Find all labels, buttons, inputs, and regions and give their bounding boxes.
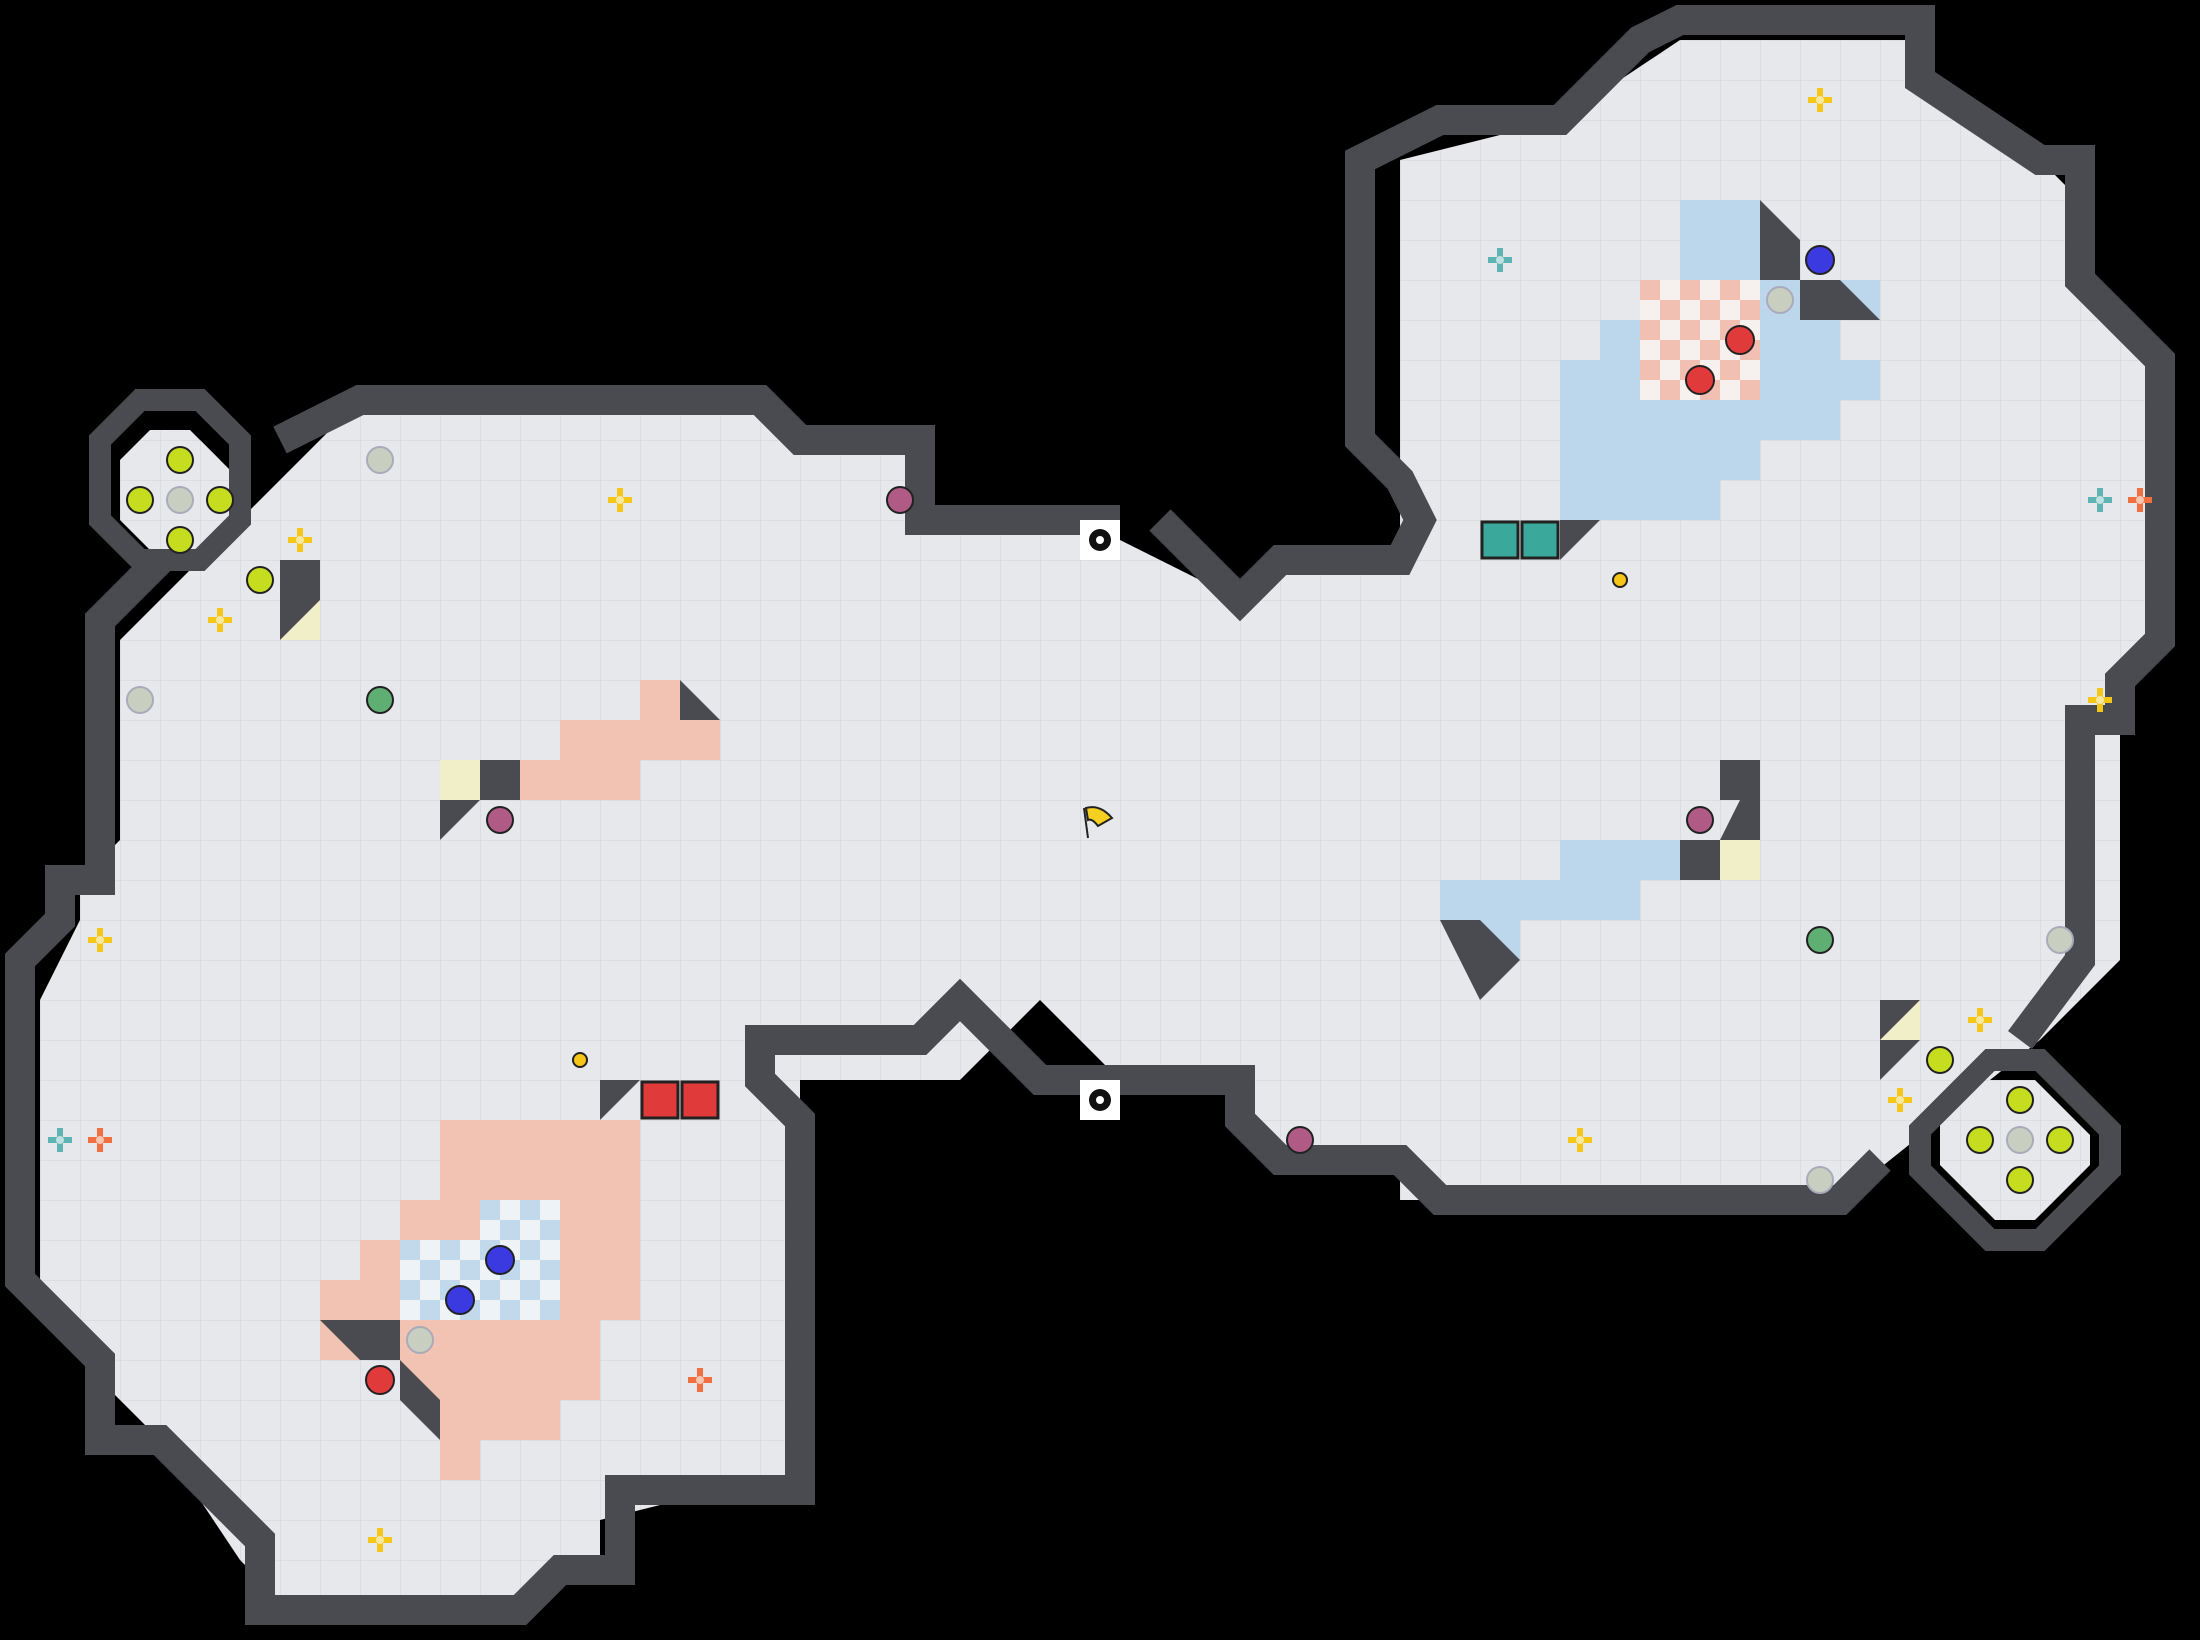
blue-ball-icon [445,1285,475,1315]
team-boost-blue-icon [2088,488,2112,512]
button-icon [1612,572,1628,588]
spike-gear-icon [1080,1080,1120,1120]
power-up-icon [206,486,234,514]
boost-icon [368,1528,392,1552]
power-up-icon [2006,1166,2034,1194]
blue-ball-icon [1805,245,1835,275]
team-boost-red-icon [688,1368,712,1392]
red-gate-icon [640,1080,680,1120]
power-up-icon [166,446,194,474]
red-ball-icon [1685,365,1715,395]
neutral-ball-icon [1806,1166,1834,1194]
red-zone-center-left [520,680,720,800]
blue-gate-icon [1520,520,1560,560]
power-up-icon [2046,1126,2074,1154]
neutral-ball-icon [2006,1126,2034,1154]
boost-icon [1888,1088,1912,1112]
spike-gear-icon [1080,520,1120,560]
neutral-ball-icon [166,486,194,514]
internal-walls [280,200,1920,1440]
outer-walls [5,5,2175,1625]
boost-icon [1568,1128,1592,1152]
power-up-icon [166,526,194,554]
yellow-flag-icon [1083,806,1114,839]
power-up-icon [126,486,154,514]
red-gate-icon [680,1080,720,1120]
power-up-icon [1966,1126,1994,1154]
power-up-icon [2006,1086,2034,1114]
neutral-ball-icon [366,446,394,474]
bomb-icon [886,486,914,514]
neutral-ball-icon [1766,286,1794,314]
boost-icon [608,488,632,512]
bomb-icon [486,806,514,834]
team-boost-blue-icon [48,1128,72,1152]
blue-zone-center-right [1440,840,1680,960]
boost-icon [2088,688,2112,712]
boost-icon [88,928,112,952]
button-icon [572,1052,588,1068]
power-up-icon [1926,1046,1954,1074]
red-ball-icon [365,1365,395,1395]
team-boost-red-icon [2128,488,2152,512]
icon-layer [48,88,2152,1552]
boost-icon [1808,88,1832,112]
boost-icon [288,528,312,552]
blue-gate-icon [1480,520,1520,560]
red-ball-icon [1725,325,1755,355]
blue-ball-icon [485,1245,515,1275]
neutral-ball-icon [406,1326,434,1354]
boost-icon [208,608,232,632]
neutral-ball-icon [126,686,154,714]
team-boost-blue-icon [1488,248,1512,272]
team-boost-red-icon [88,1128,112,1152]
bomb-icon [1686,806,1714,834]
boost-icon [1968,1008,1992,1032]
bomb-icon [1286,1126,1314,1154]
portal-icon [1806,926,1834,954]
neutral-ball-icon [2046,926,2074,954]
portal-icon [366,686,394,714]
power-up-icon [246,566,274,594]
